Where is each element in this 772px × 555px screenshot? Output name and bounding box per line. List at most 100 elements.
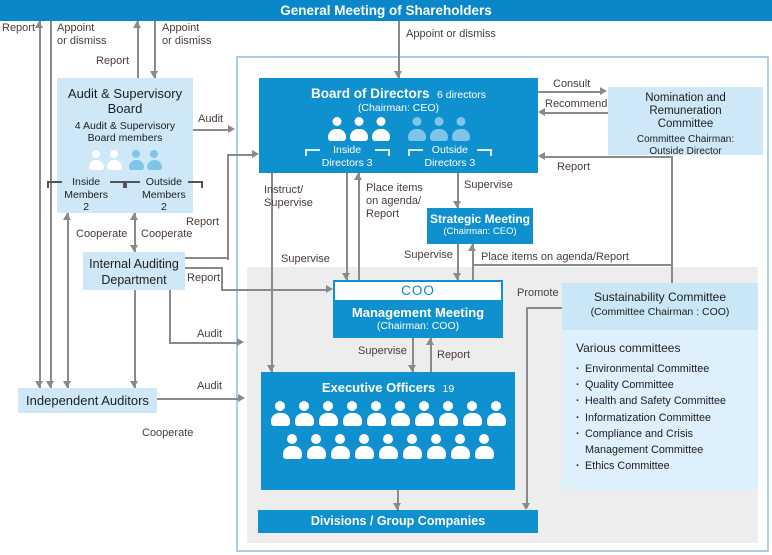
arrowhead bbox=[35, 21, 43, 28]
line bbox=[543, 112, 608, 114]
arrowhead bbox=[326, 285, 333, 293]
label-appoint: Appoint or dismiss bbox=[57, 22, 107, 48]
label-report: Report bbox=[96, 55, 130, 67]
label-recommend: Recommend bbox=[545, 98, 608, 110]
committee-chairman-note: Committee Chairman: Outside Director bbox=[636, 134, 735, 158]
bracket-icon bbox=[125, 181, 140, 189]
board-of-directors-box: Board of Directors 6 directors (Chairman… bbox=[259, 78, 538, 173]
inside-directors-icons bbox=[326, 117, 392, 146]
line bbox=[137, 21, 139, 78]
label-report: Report bbox=[2, 22, 36, 34]
label-place-items: Place items on agenda/Report bbox=[481, 251, 629, 263]
director-count: 6 directors bbox=[437, 89, 487, 101]
person-icon bbox=[366, 401, 386, 426]
arrowhead bbox=[600, 87, 607, 95]
committee-item: Quality Committee bbox=[576, 377, 750, 393]
chairman-note: (Chairman: CEO) bbox=[443, 226, 517, 237]
bracket-icon bbox=[407, 149, 423, 156]
label-promote: Promote bbox=[517, 287, 559, 299]
executive-officers-box: Executive Officers 19 bbox=[261, 372, 515, 490]
box-title: Executive Officers 19 bbox=[321, 380, 455, 395]
label-supervise: Supervise bbox=[464, 179, 513, 191]
person-icon bbox=[407, 117, 426, 141]
outside-members-group: Outside Members 2 bbox=[125, 176, 203, 213]
line bbox=[271, 173, 273, 372]
label-supervise: Supervise bbox=[404, 249, 453, 261]
arrowhead bbox=[394, 71, 402, 78]
label-place-items: Place items on agenda/ Report bbox=[366, 182, 423, 221]
sustainability-committee-body: Various committees Environmental Committ… bbox=[562, 330, 758, 490]
line bbox=[67, 213, 69, 388]
arrowhead bbox=[267, 365, 275, 372]
label-cooperate: Cooperate bbox=[76, 228, 128, 240]
arrowhead bbox=[237, 338, 244, 346]
person-icon bbox=[390, 401, 410, 426]
bracket-icon bbox=[187, 181, 203, 189]
executive-officers-icons-row2 bbox=[280, 434, 496, 464]
line bbox=[185, 267, 223, 269]
person-icon bbox=[306, 434, 326, 459]
bracket-icon bbox=[477, 149, 493, 156]
line bbox=[227, 154, 254, 156]
label-appoint: Appoint or dismiss bbox=[406, 28, 496, 40]
arrowhead bbox=[453, 273, 461, 280]
person-icon bbox=[270, 401, 290, 426]
person-icon bbox=[88, 150, 104, 171]
box-title: Audit & Supervisory Board bbox=[67, 86, 183, 116]
line bbox=[472, 264, 673, 266]
box-subtitle: 4 Audit & Supervisory Board members bbox=[74, 119, 176, 145]
outside-directors-icons bbox=[406, 117, 472, 146]
person-icon bbox=[486, 401, 506, 426]
line bbox=[169, 342, 239, 344]
audit-supervisory-board-box: Audit & Supervisory Board 4 Audit & Supe… bbox=[47, 78, 203, 213]
label-supervise: Supervise bbox=[281, 253, 330, 265]
person-icon bbox=[451, 117, 470, 141]
line bbox=[193, 129, 231, 131]
bracket-icon bbox=[47, 181, 63, 189]
bracket-icon bbox=[304, 149, 320, 156]
sustainability-committee-header: Sustainability Committee (Committee Chai… bbox=[562, 283, 758, 330]
bracket-icon bbox=[374, 149, 390, 156]
arrowhead bbox=[63, 381, 71, 388]
label-instruct-supervise: Instruct/ Supervise bbox=[264, 184, 313, 210]
label-audit: Audit bbox=[197, 380, 223, 392]
label-cooperate: Cooperate bbox=[142, 427, 194, 439]
bracket-icon bbox=[110, 181, 125, 189]
arrowhead bbox=[228, 125, 235, 133]
line bbox=[671, 157, 673, 283]
line bbox=[397, 490, 399, 510]
label-report: Report bbox=[557, 161, 591, 173]
line bbox=[39, 21, 41, 388]
label-audit: Audit bbox=[198, 113, 224, 125]
line bbox=[472, 244, 474, 280]
arrowhead bbox=[408, 365, 416, 372]
line bbox=[526, 308, 528, 508]
box-title: Sustainability Committee bbox=[593, 290, 727, 304]
inside-members-group: Inside Members 2 bbox=[47, 176, 125, 213]
line bbox=[154, 21, 156, 78]
arrowhead bbox=[522, 503, 530, 510]
committee-item: Informatization Committee bbox=[576, 410, 750, 426]
label-report: Report bbox=[186, 216, 220, 228]
label-cooperate: Cooperate bbox=[141, 228, 193, 240]
divisions-group-companies-box: Divisions / Group Companies bbox=[258, 510, 538, 533]
line bbox=[134, 290, 136, 388]
line bbox=[430, 338, 432, 372]
box-title: Board of Directors 6 directors bbox=[310, 86, 487, 101]
arrowhead bbox=[35, 381, 43, 388]
box-title: Strategic Meeting bbox=[429, 212, 531, 226]
box-title: Management Meeting bbox=[351, 305, 485, 320]
arrowhead bbox=[133, 21, 141, 28]
arrowhead bbox=[354, 173, 362, 180]
person-icon bbox=[378, 434, 398, 459]
label-report: Report bbox=[187, 272, 221, 284]
nomination-remuneration-committee-box: Nomination and Remuneration Committee Co… bbox=[608, 87, 763, 158]
committee-item: Health and Safety Committee bbox=[576, 393, 750, 409]
arrowhead bbox=[238, 394, 245, 402]
person-icon bbox=[438, 401, 458, 426]
arrowhead bbox=[63, 213, 71, 220]
person-icon bbox=[327, 117, 346, 141]
person-icon bbox=[429, 117, 448, 141]
strategic-meeting-box: Strategic Meeting (Chairman: CEO) bbox=[427, 208, 533, 244]
